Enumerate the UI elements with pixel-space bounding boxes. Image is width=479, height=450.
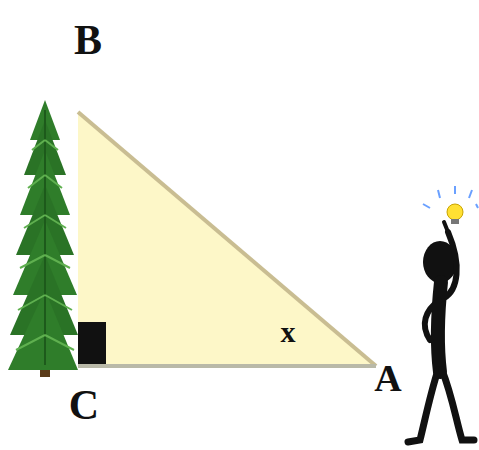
hypotenuse xyxy=(78,112,376,366)
angle-label: x xyxy=(281,317,296,347)
vertex-label: C xyxy=(69,384,99,426)
vertex-label: A xyxy=(374,359,401,397)
right-angle-mark xyxy=(78,322,106,364)
vertex-label: B xyxy=(74,19,102,61)
ground-line xyxy=(78,364,376,368)
pine-tree xyxy=(8,100,78,377)
stick-figure xyxy=(408,186,478,442)
triangle-fill xyxy=(78,112,376,366)
